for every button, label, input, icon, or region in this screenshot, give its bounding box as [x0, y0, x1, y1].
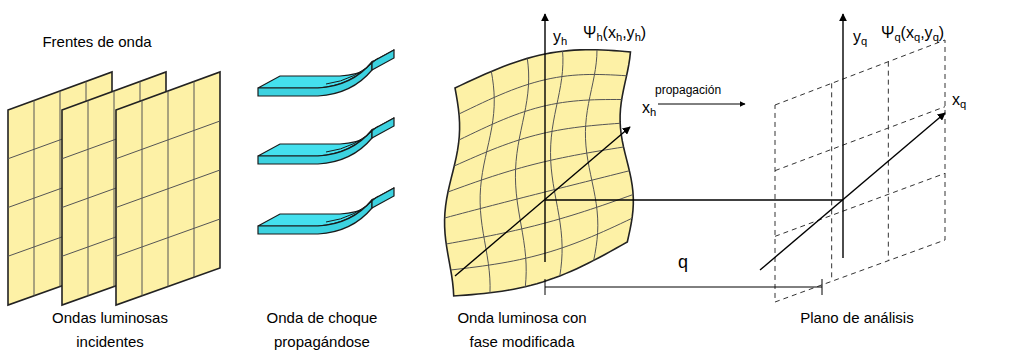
figure-caption: Onda de choque propagándose: [247, 306, 397, 354]
shock-slab-edge: [326, 196, 378, 222]
axis-label: xq: [952, 90, 966, 109]
wavefront-fill: [116, 72, 220, 305]
wavefront-grid: [116, 170, 220, 208]
dimension-line: [545, 287, 822, 288]
modified-wave-grid: [451, 218, 632, 270]
field-label: Ψh(xh,yh): [583, 23, 646, 42]
analysis-plane-grid: [775, 107, 945, 171]
modified-wave-grid: [445, 171, 630, 218]
dimension-tick: [822, 279, 823, 295]
y-axis-arrow: [842, 14, 843, 258]
y-axis-arrow: [544, 14, 545, 262]
shock-slab-front: [258, 130, 372, 164]
shock-slab-edge: [326, 58, 378, 84]
x-axis-arrow: [455, 127, 630, 276]
shock-slab-top: [258, 50, 394, 88]
shock-slab-top: [258, 118, 394, 156]
figure-heading: Frentes de onda: [22, 30, 172, 54]
shock-slab: [258, 50, 394, 96]
figure-caption: Ondas luminosas incidentes: [35, 306, 185, 354]
figure-caption: Onda luminosa con fase modificada: [447, 306, 597, 354]
propagation-arrow: [658, 104, 745, 105]
modified-wave-grid: [454, 123, 620, 166]
modified-wave-grid: [446, 195, 633, 245]
modified-wave-grid: [459, 74, 627, 114]
modified-wave-grid: [480, 71, 494, 292]
shock-slab-edge: [326, 126, 378, 152]
wavefront-grid: [194, 82, 195, 278]
shock-slab-front: [258, 200, 372, 234]
modified-wave-grid: [515, 58, 528, 286]
distance-label: q: [678, 252, 688, 274]
modified-wave: [445, 50, 634, 296]
x-axis-arrow: [760, 113, 945, 270]
analysis-plane-grid: [831, 83, 832, 281]
shock-slab-top: [258, 188, 394, 226]
wavefront-grid: [116, 219, 220, 256]
propagation-label: propagación: [655, 83, 721, 97]
analysis-plane: [775, 40, 945, 302]
analysis-plane-outline: [775, 40, 945, 302]
optical-axis: [545, 199, 843, 200]
axis-label: yq: [853, 27, 867, 46]
modified-wave-grid: [551, 51, 563, 276]
field-label: Ψq(xq,yq): [881, 23, 944, 42]
shock-slab-front: [258, 62, 372, 96]
modified-wave-grid: [448, 147, 624, 192]
modified-wave-fill: [445, 50, 634, 296]
shock-slab: [258, 188, 394, 234]
dimension-tick: [545, 279, 546, 295]
figure-caption: Plano de análisis: [772, 306, 942, 330]
wavefront-panel: [116, 72, 220, 305]
axis-label: xh: [642, 98, 656, 117]
axis-label: yh: [553, 27, 567, 46]
shock-slab: [258, 118, 394, 164]
analysis-plane-grid: [775, 173, 945, 236]
